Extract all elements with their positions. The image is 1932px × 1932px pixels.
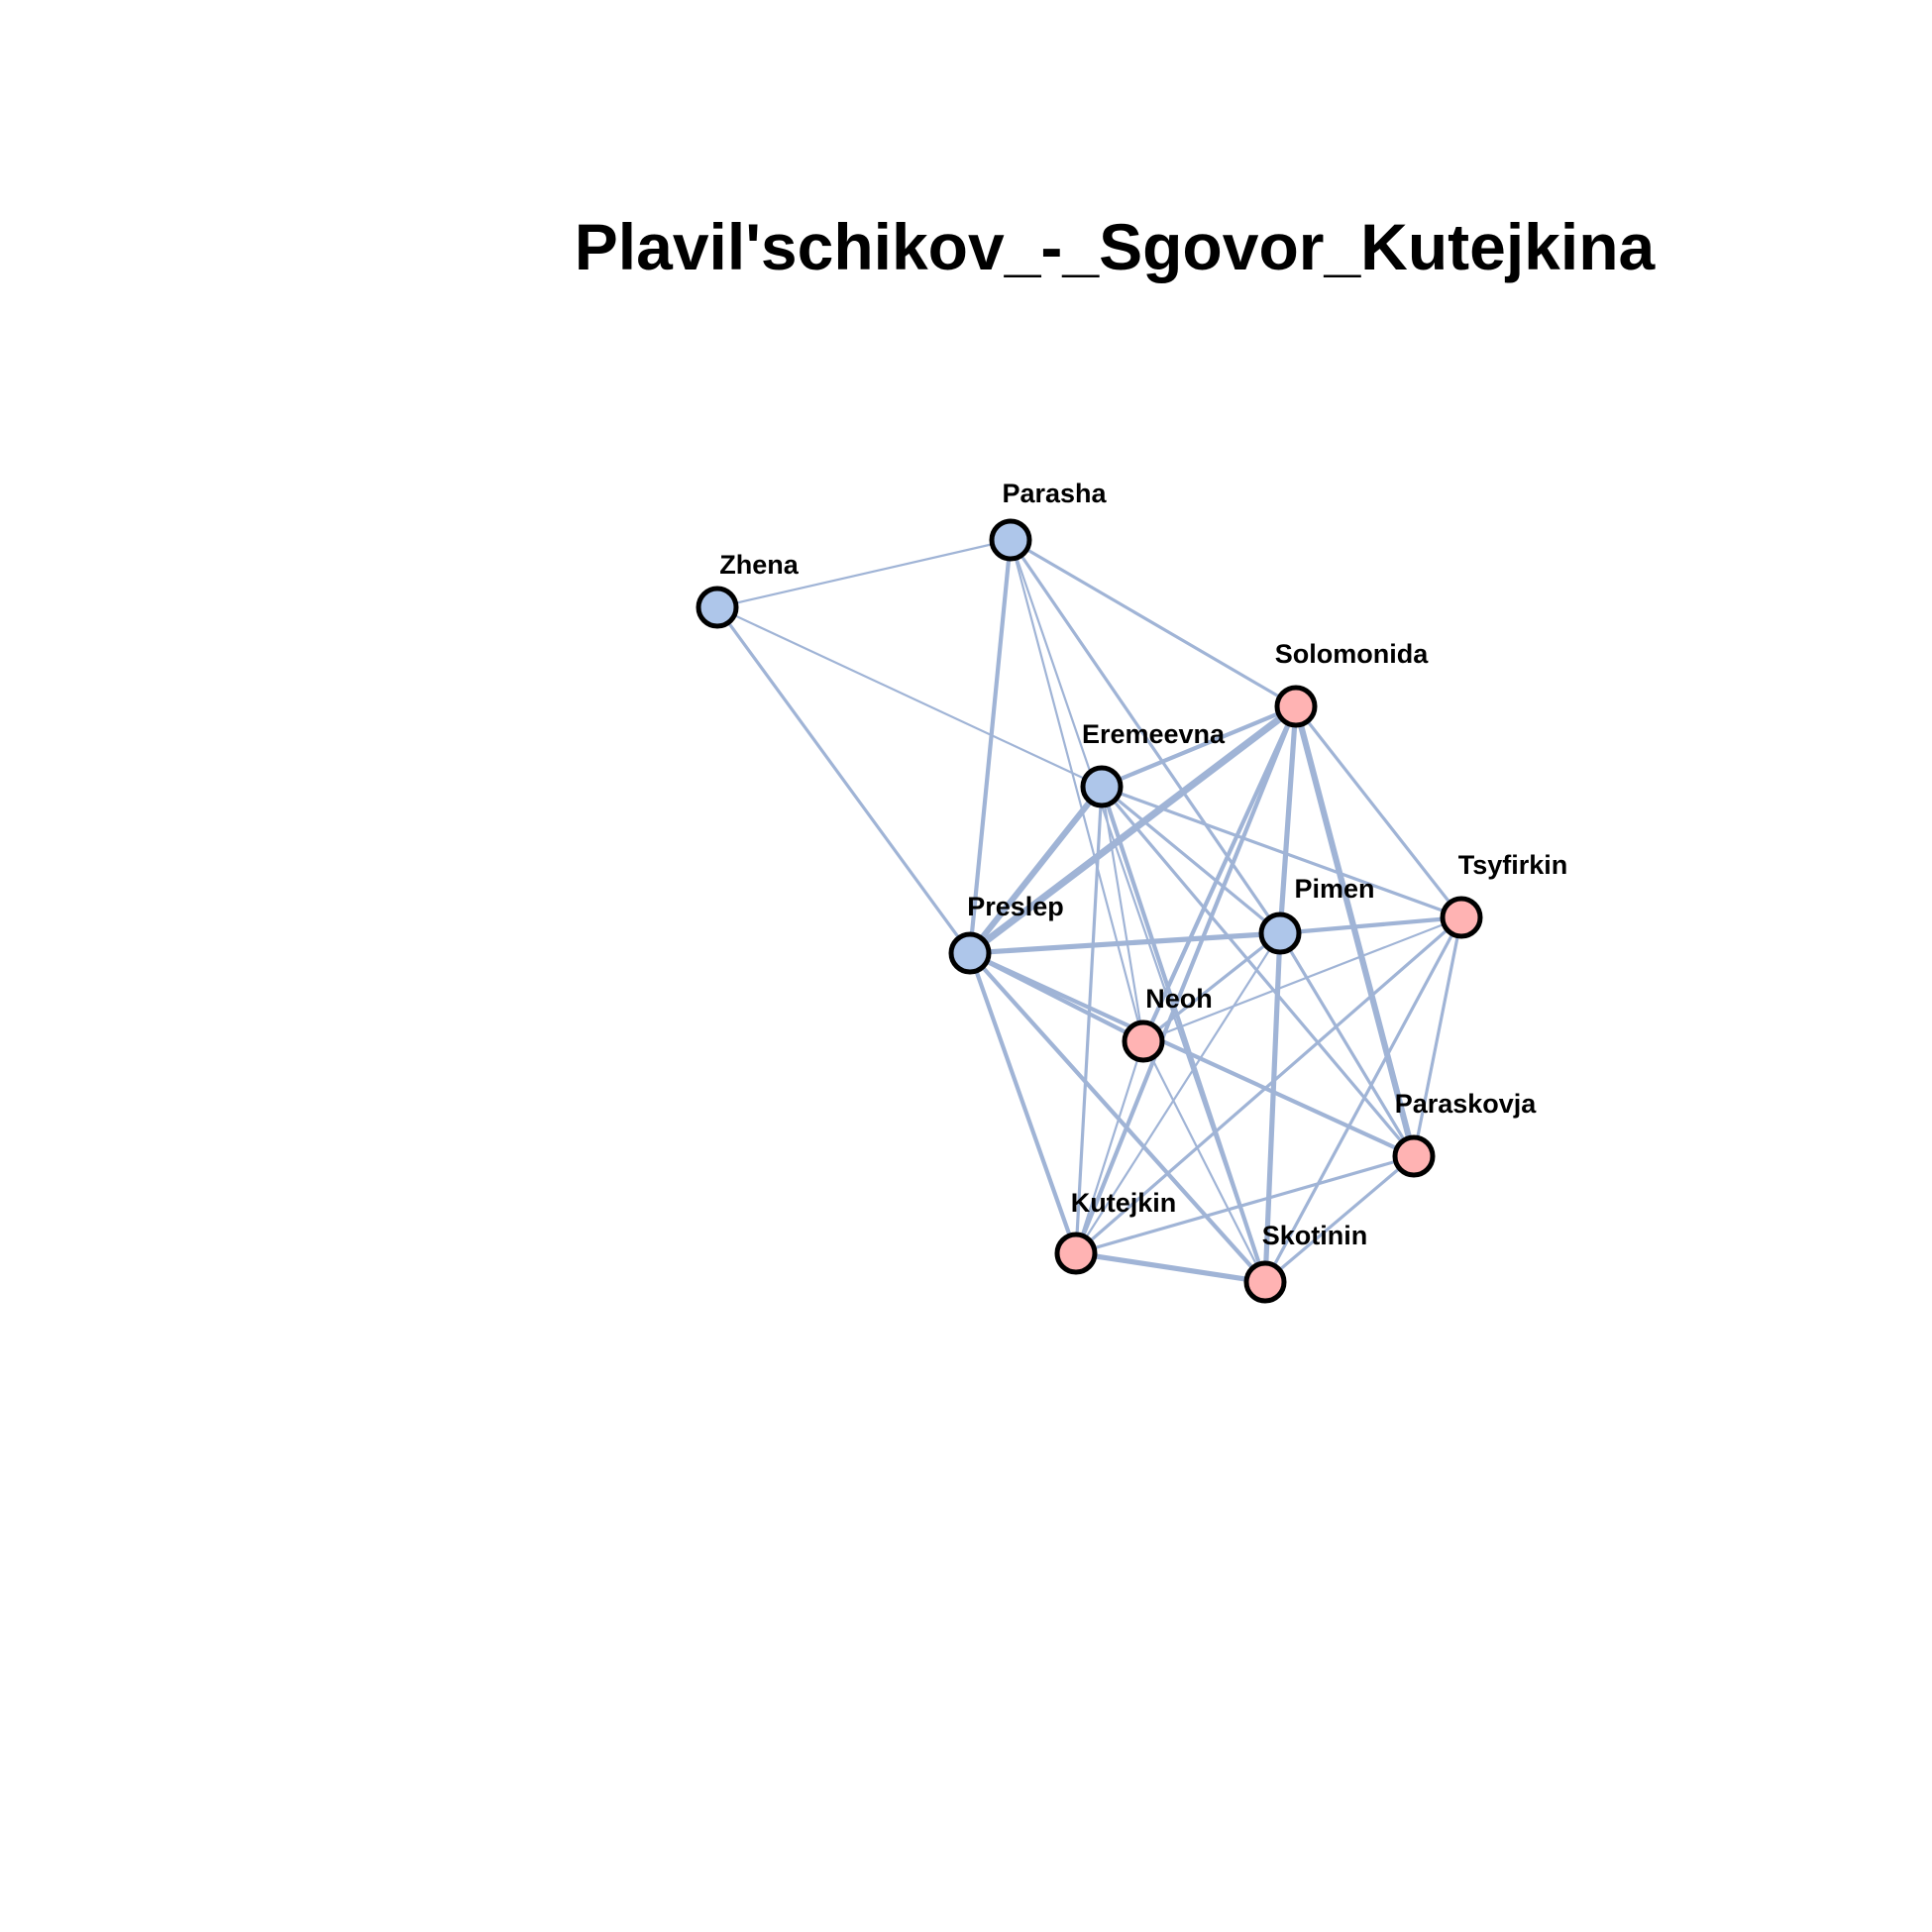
edge-pimen-paraskovja <box>1278 931 1416 1158</box>
edge-neoh-skotinin <box>1141 1039 1267 1284</box>
diagram-title: Plavil'schikov_-_Sgovor_Kutejkina <box>575 210 1657 283</box>
edge-solomonida-preslep <box>966 702 1300 957</box>
edge-neoh-kutejkin <box>1074 1039 1145 1255</box>
edge-solomonida-eremeevna <box>1099 703 1299 790</box>
node-circle-eremeevna[interactable] <box>1080 765 1124 808</box>
nodes-layer: ParashaZhenaSolomonidaEremeevnaTsyfirkin… <box>696 479 1568 1304</box>
edge-solomonida-kutejkin <box>1073 703 1299 1256</box>
edge-eremeevna-skotinin <box>1099 784 1268 1285</box>
node-circle-solomonida[interactable] <box>1274 685 1318 728</box>
edge-preslep-paraskovja <box>967 950 1417 1159</box>
edge-eremeevna-kutejkin <box>1074 785 1104 1255</box>
edge-zhena-parasha <box>715 538 1013 609</box>
edge-eremeevna-pimen <box>1100 785 1282 935</box>
node-paraskovja[interactable]: Paraskovja <box>1392 1089 1538 1178</box>
node-eremeevna[interactable]: Eremeevna <box>1080 719 1226 808</box>
node-label-pimen: Pimen <box>1294 874 1374 904</box>
node-solomonida[interactable]: Solomonida <box>1274 639 1429 728</box>
edge-solomonida-paraskovja <box>1292 702 1418 1160</box>
node-circle-preslep[interactable] <box>948 931 992 975</box>
edge-paraskovja-skotinin <box>1263 1154 1416 1284</box>
edge-tsyfirkin-skotinin <box>1263 915 1463 1284</box>
node-preslep[interactable]: Preslep <box>948 892 1064 975</box>
edge-tsyfirkin-paraskovja <box>1412 915 1463 1158</box>
node-label-paraskovja: Paraskovja <box>1395 1089 1538 1119</box>
node-kutejkin[interactable]: Kutejkin <box>1054 1188 1177 1275</box>
edge-zhena-eremeevna <box>715 605 1104 789</box>
edge-pimen-neoh <box>1141 931 1282 1043</box>
node-circle-tsyfirkin[interactable] <box>1440 896 1483 939</box>
edge-parasha-preslep <box>967 537 1014 956</box>
edge-preslep-pimen <box>967 930 1283 956</box>
node-circle-paraskovja[interactable] <box>1392 1134 1436 1178</box>
edge-zhena-preslep <box>715 605 972 955</box>
node-label-tsyfirkin: Tsyfirkin <box>1458 850 1568 880</box>
edge-eremeevna-neoh <box>1100 785 1145 1043</box>
edge-eremeevna-paraskovja <box>1100 785 1416 1158</box>
node-circle-pimen[interactable] <box>1258 912 1302 955</box>
edges-layer <box>715 537 1464 1285</box>
edge-kutejkin-skotinin <box>1073 1250 1268 1285</box>
node-label-solomonida: Solomonida <box>1275 639 1429 669</box>
node-label-zhena: Zhena <box>719 550 799 580</box>
node-circle-skotinin[interactable] <box>1243 1260 1287 1304</box>
node-skotinin[interactable]: Skotinin <box>1243 1221 1368 1304</box>
edge-preslep-kutejkin <box>967 950 1079 1256</box>
edge-paraskovja-kutejkin <box>1074 1154 1416 1255</box>
node-label-skotinin: Skotinin <box>1262 1221 1368 1250</box>
edge-eremeevna-tsyfirkin <box>1100 785 1463 919</box>
edge-pimen-tsyfirkin <box>1277 914 1464 936</box>
edge-tsyfirkin-neoh <box>1141 915 1463 1043</box>
edge-parasha-pimen <box>1009 538 1282 935</box>
edge-tsyfirkin-kutejkin <box>1074 915 1463 1255</box>
node-pimen[interactable]: Pimen <box>1258 874 1375 955</box>
edge-parasha-neoh <box>1009 538 1145 1043</box>
edge-pimen-skotinin <box>1262 930 1283 1285</box>
node-circle-neoh[interactable] <box>1122 1020 1165 1063</box>
node-parasha[interactable]: Parasha <box>989 479 1108 562</box>
node-zhena[interactable]: Zhena <box>696 550 800 629</box>
edge-parasha-solomonida <box>1009 538 1298 708</box>
node-tsyfirkin[interactable]: Tsyfirkin <box>1440 850 1568 939</box>
edge-solomonida-pimen <box>1277 703 1299 936</box>
node-label-preslep: Preslep <box>967 892 1064 921</box>
edge-solomonida-tsyfirkin <box>1294 704 1463 919</box>
node-label-parasha: Parasha <box>1002 479 1107 508</box>
node-neoh[interactable]: Neoh <box>1122 984 1213 1063</box>
node-circle-kutejkin[interactable] <box>1054 1232 1098 1275</box>
edge-preslep-skotinin <box>967 950 1268 1285</box>
edge-pimen-kutejkin <box>1074 931 1282 1255</box>
node-label-neoh: Neoh <box>1145 984 1213 1014</box>
edge-eremeevna-preslep <box>966 783 1106 957</box>
node-label-kutejkin: Kutejkin <box>1071 1188 1177 1218</box>
node-label-eremeevna: Eremeevna <box>1082 719 1226 749</box>
node-circle-parasha[interactable] <box>989 518 1032 562</box>
node-circle-zhena[interactable] <box>696 586 739 629</box>
